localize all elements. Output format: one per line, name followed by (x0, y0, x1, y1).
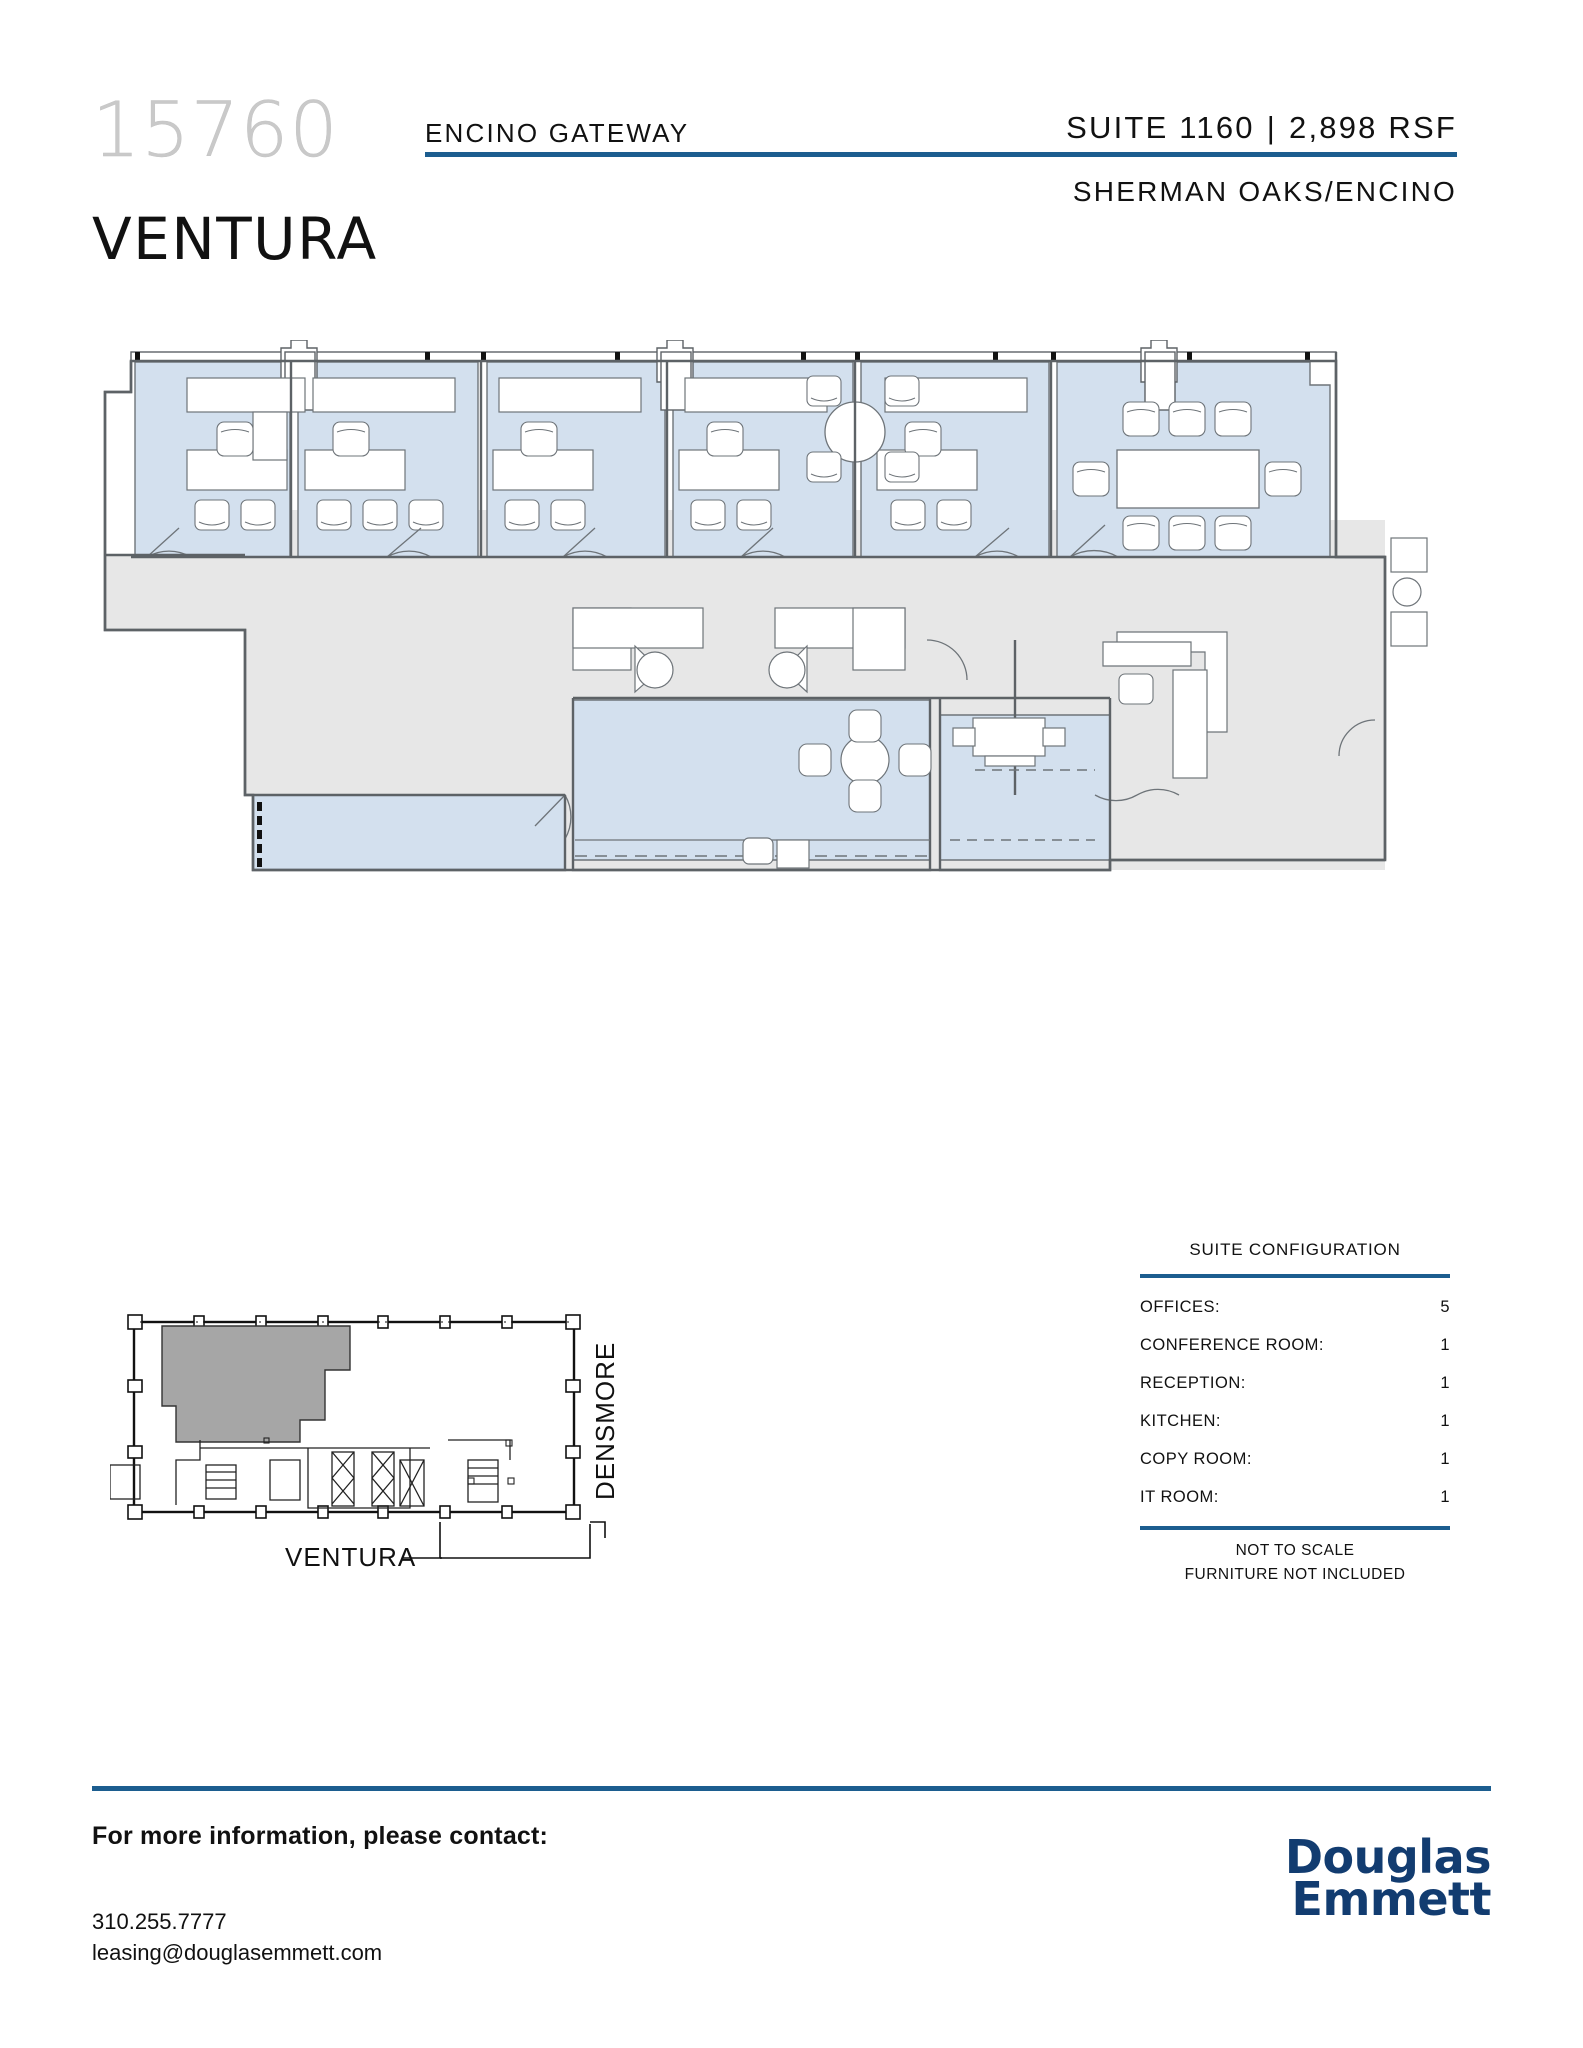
logo-line-1: Douglas (1284, 1830, 1492, 1884)
kitchen-table-set (798, 709, 932, 813)
key-plan: VENTURA DENSMORE (109, 1300, 670, 1610)
config-row-value: 1 (1440, 1411, 1450, 1430)
config-row: OFFICES: 5 (1140, 1288, 1450, 1326)
leader-densmore (590, 1521, 606, 1538)
suite-separator: | (1266, 110, 1277, 145)
note-furniture-not-included: FURNITURE NOT INCLUDED (1184, 1566, 1406, 1584)
submarket-label: SHERMAN OAKS/ENCINO (1072, 176, 1457, 207)
header-rule-left (425, 152, 1055, 157)
workstation-cluster (572, 607, 906, 694)
config-row-value: 1 (1440, 1373, 1450, 1392)
config-row-value: 5 (1440, 1297, 1450, 1316)
kitchen-counter (575, 837, 930, 869)
suite-configuration-title: SUITE CONFIGURATION (1189, 1240, 1401, 1259)
config-row: CONFERENCE ROOM: 1 (1140, 1326, 1450, 1364)
suite-configuration-notes: NOT TO SCALE FURNITURE NOT INCLUDED (1140, 1530, 1450, 1587)
address-street: VENTURA (92, 205, 378, 273)
conference-table (1116, 449, 1260, 509)
config-row-label: OFFICES: (1140, 1297, 1221, 1316)
address-number: 15760 (92, 85, 339, 174)
logo-line-2: Emmett (1291, 1872, 1492, 1927)
contact-details: 310.255.7777 leasing@douglasemmett.com (92, 1906, 382, 1968)
building-outline (132, 1320, 576, 1514)
building-name: ENCINO GATEWAY (425, 118, 690, 148)
config-row-label: IT ROOM: (1140, 1487, 1219, 1506)
reception-desk (1102, 631, 1228, 779)
douglas-emmett-logo: Douglas Emmett (1285, 1834, 1492, 1927)
config-row-label: COPY ROOM: (1140, 1449, 1252, 1468)
keyplan-street-right: DENSMORE (590, 1342, 620, 1500)
keyplan-street-bottom: VENTURA (285, 1542, 416, 1572)
config-rule-bottom (1140, 1526, 1450, 1530)
footer-rule (92, 1786, 1491, 1791)
office-furniture (186, 377, 1028, 531)
reception-chair (1118, 673, 1154, 705)
config-row-label: RECEPTION: (1140, 1373, 1246, 1392)
building-core (109, 1439, 511, 1509)
floor-plan (95, 340, 1495, 1040)
page-header: 15760 VENTURA ENCINO GATEWAY SUITE 1160 |… (0, 0, 1583, 290)
it-room-markers (257, 802, 262, 867)
contact-heading: For more information, please contact: (92, 1822, 549, 1850)
config-row-label: KITCHEN: (1140, 1411, 1222, 1430)
config-row: KITCHEN: 1 (1140, 1402, 1450, 1440)
room-left-lower (252, 794, 566, 871)
header-rule-right (1055, 152, 1457, 157)
config-row-value: 1 (1440, 1487, 1450, 1506)
floor-plan-drawing (103, 340, 1428, 872)
suite-highlight (161, 1325, 351, 1443)
suite-rsf: 2,898 RSF (1289, 110, 1457, 145)
conference-table-set (1072, 401, 1302, 551)
contact-phone[interactable]: 310.255.7777 (92, 1909, 227, 1934)
config-row-label: CONFERENCE ROOM: (1140, 1335, 1325, 1354)
config-row: IT ROOM: 1 (1140, 1478, 1450, 1516)
restroom-fixtures (1390, 537, 1428, 647)
suite-outline (103, 359, 1387, 872)
contact-email[interactable]: leasing@douglasemmett.com (92, 1940, 383, 1966)
config-row: COPY ROOM: 1 (1140, 1440, 1450, 1478)
config-rule-top (1140, 1274, 1450, 1278)
config-row-value: 1 (1440, 1449, 1450, 1468)
copier (950, 717, 1095, 841)
suite-number: SUITE 1160 (1066, 110, 1255, 145)
key-plan-drawing: VENTURA DENSMORE (109, 1314, 620, 1572)
note-not-to-scale: NOT TO SCALE (1235, 1542, 1355, 1559)
config-row: RECEPTION: 1 (1140, 1364, 1450, 1402)
config-row-value: 1 (1440, 1335, 1450, 1354)
suite-summary: SUITE 1160 | 2,898 RSF (1066, 110, 1457, 146)
